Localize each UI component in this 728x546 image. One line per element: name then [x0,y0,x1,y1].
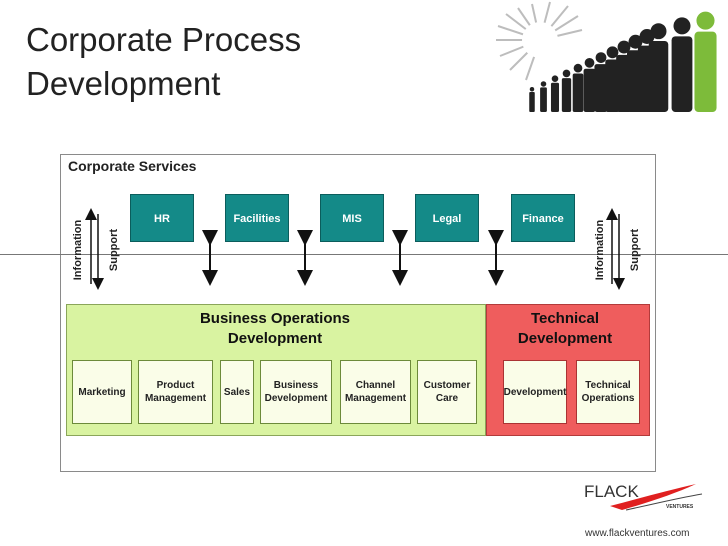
person-figure-icon [561,69,572,112]
unit-channel-management: Channel Management [340,360,411,424]
person-figure-icon [550,75,560,112]
unit-marketing: Marketing [72,360,132,424]
flack-ventures-logo: FLACK VENTURES [570,480,710,520]
people-figures [529,11,717,112]
unit-sales: Sales [220,360,254,424]
unit-technical-operations: Technical Operations [576,360,640,424]
person-figure-icon [572,63,584,112]
page-title: Corporate Process Development [26,21,302,102]
service-mis: MIS [320,194,384,242]
logo-wordmark: FLACK [584,482,639,501]
unit-business-development: Business Development [260,360,332,424]
information-label-right: Information [594,219,606,281]
website-url: www.flackventures.com [585,528,690,539]
person-figure-icon [529,87,535,112]
person-figure-icon [671,17,693,112]
logo-subtitle: VENTURES [666,504,694,510]
support-label-right: Support [629,228,641,272]
divider-line [0,254,728,255]
logo-swoosh-icon [610,484,703,511]
person-figure-icon [694,11,717,112]
support-label-left: Support [108,228,120,272]
unit-development: Development [503,360,567,424]
service-facilities: Facilities [225,194,289,242]
service-finance: Finance [511,194,575,242]
person-figure-icon [605,46,620,112]
service-hr: HR [130,194,194,242]
corporate-services-label: Corporate Services [68,158,197,174]
business-operations-title: Business Operations Development [199,310,351,347]
unit-product-management: Product Management [138,360,213,424]
technical-development-title: Technical Development [517,310,613,347]
person-figure-icon [594,52,608,112]
people-growth-graphic [496,1,717,112]
person-figure-icon [583,58,596,112]
unit-customer-care: Customer Care [417,360,477,424]
service-legal: Legal [415,194,479,242]
person-figure-icon [648,23,669,112]
information-label-left: Information [72,219,84,281]
person-figure-icon [540,81,547,112]
ring-center [522,22,558,58]
